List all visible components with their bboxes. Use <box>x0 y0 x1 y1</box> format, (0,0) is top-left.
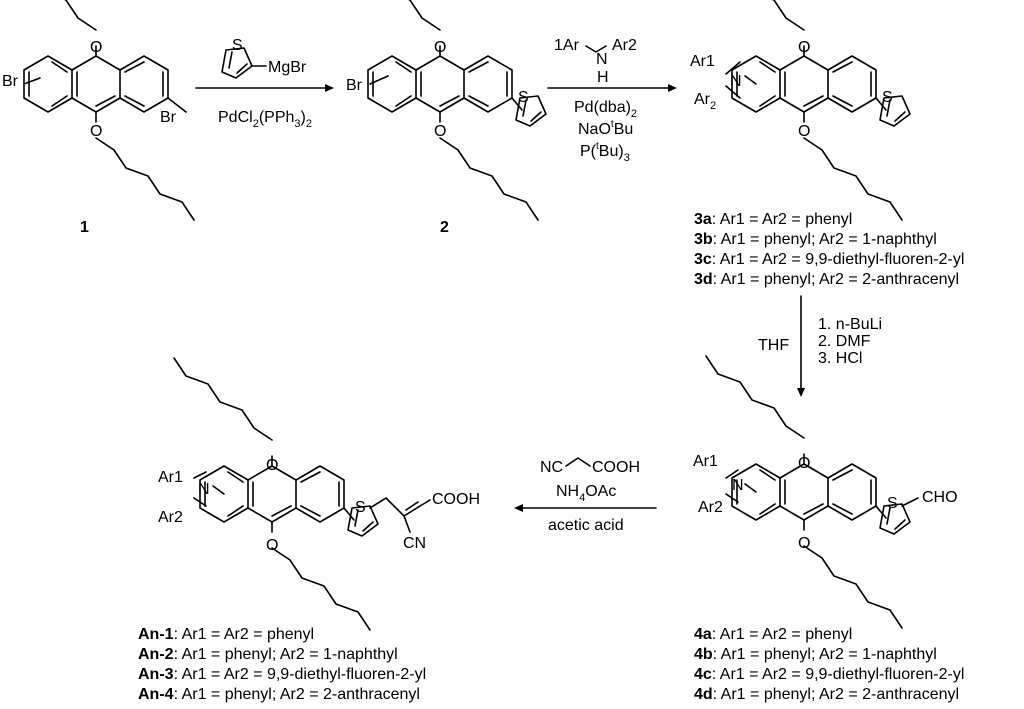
compound-2-label: 2 <box>440 219 449 236</box>
c3-oxygen-bottom: O <box>798 123 810 140</box>
c4-oxygen-top: O <box>798 455 810 472</box>
legend-item-4a: 4a: Ar1 = Ar2 = phenyl <box>694 626 853 643</box>
step4-reagents: NC COOH NH4OAc acetic acid <box>540 457 640 534</box>
compound-2-structure: Br O O S <box>341 0 547 221</box>
legend-item-an-3: An-3: Ar1 = Ar2 = 9,9-diethyl-fluoren-2-… <box>138 666 427 683</box>
an-nitrogen: N <box>198 481 210 498</box>
c4-oxygen-bottom: O <box>798 535 810 552</box>
legend-item-3b: 3b: Ar1 = phenyl; Ar2 = 1-naphthyl <box>694 231 937 248</box>
c3-oxygen-top: O <box>798 39 810 56</box>
step4-salt: NH4OAc <box>556 483 616 504</box>
c1-bromo-right: Br <box>160 109 177 126</box>
legend-item-an-4: An-4: Ar1 = phenyl; Ar2 = 2-anthracenyl <box>138 686 420 703</box>
step2-amine-h: H <box>597 69 609 86</box>
an-ar1: Ar1 <box>158 469 183 486</box>
step2-amine-n: N <box>596 51 608 68</box>
step3-solvent: THF <box>758 337 789 354</box>
c2-bromo: Br <box>346 77 363 94</box>
compound-3-structure: Ar1 N Ar2 O O S <box>690 0 911 221</box>
an-oxygen-top: O <box>266 457 278 474</box>
legend-item-an-2: An-2: Ar1 = phenyl; Ar2 = 1-naphthyl <box>138 646 398 663</box>
c3-nitrogen: N <box>730 73 742 90</box>
c1-oxygen-bottom: O <box>90 123 102 140</box>
compound-4-structure: Ar1 N Ar2 O O S CHO <box>693 355 958 629</box>
step2-amine-left: 1Ar <box>554 37 580 54</box>
step1-grignard: MgBr <box>268 59 307 76</box>
c2-thiophene-sulfur: S <box>518 89 529 106</box>
step4-nitrile: NC <box>540 459 563 476</box>
reaction-arrow-2 <box>547 84 677 92</box>
c1-bromo-left: Br <box>2 73 19 90</box>
an-carboxylic-acid: COOH <box>432 491 480 508</box>
c4-ar2: Ar2 <box>698 499 723 516</box>
legend-item-3d: 3d: Ar1 = phenyl; Ar2 = 2-anthracenyl <box>694 271 960 288</box>
step2-reagents: 1Ar N Ar2 H Pd(dba)2 NaOtBu P(tBu)3 <box>554 37 637 164</box>
legend-item-4c: 4c: Ar1 = Ar2 = 9,9-diethyl-fluoren-2-yl <box>694 666 965 683</box>
step3-reagents: THF 1. n-BuLi 2. DMF 3. HCl <box>758 316 882 367</box>
reaction-arrow-1 <box>195 84 334 92</box>
step1-catalyst: PdCl2(PPh3)2 <box>218 109 312 130</box>
step2-phosphine: P(tBu)3 <box>580 141 630 164</box>
c2-oxygen-top: O <box>434 39 446 56</box>
reaction-arrow-4 <box>514 504 657 512</box>
compound-1-label: 1 <box>80 219 89 236</box>
step3-reagent-1: 1. n-BuLi <box>818 316 882 333</box>
legend-item-3a: 3a: Ar1 = Ar2 = phenyl <box>694 211 853 228</box>
legend-series-4: 4a: Ar1 = Ar2 = phenyl 4b: Ar1 = phenyl;… <box>694 625 964 705</box>
c4-nitrogen: N <box>732 477 744 494</box>
reaction-arrow-3 <box>797 295 805 397</box>
an-thiophene-sulfur: S <box>355 499 366 516</box>
compound-1-structure: Br Br O O <box>0 0 195 221</box>
c4-thiophene-sulfur: S <box>887 495 898 512</box>
step4-acid: COOH <box>592 459 640 476</box>
step2-base: NaOtBu <box>578 119 633 138</box>
step3-reagent-2: 2. DMF <box>818 333 871 350</box>
an-cyano: CN <box>403 535 426 552</box>
step2-palladium: Pd(dba)2 <box>574 99 637 120</box>
c1-oxygen-top: O <box>90 39 102 56</box>
c3-ar2: Ar2 <box>694 91 716 112</box>
c3-thiophene-sulfur: S <box>882 89 893 106</box>
an-oxygen-bottom: O <box>266 537 278 554</box>
c4-aldehyde: CHO <box>922 489 958 506</box>
c2-oxygen-bottom: O <box>434 123 446 140</box>
legend-item-3c: 3c: Ar1 = Ar2 = 9,9-diethyl-fluoren-2-yl <box>694 251 965 268</box>
step3-reagent-3: 3. HCl <box>818 350 862 367</box>
dye-an-structure: Ar1 N Ar2 O O S COOH CN <box>158 357 480 631</box>
c3-ar1: Ar1 <box>690 53 715 70</box>
c4-ar1: Ar1 <box>693 453 718 470</box>
legend-item-an-1: An-1: Ar1 = Ar2 = phenyl <box>138 626 315 643</box>
legend-item-4d: 4d: Ar1 = phenyl; Ar2 = 2-anthracenyl <box>694 686 960 703</box>
step1-thiophene-sulfur: S <box>232 37 243 54</box>
an-ar2: Ar2 <box>158 509 183 526</box>
step2-amine-right: Ar2 <box>612 37 637 54</box>
legend-series-3: 3a: Ar1 = Ar2 = phenyl 3b: Ar1 = phenyl;… <box>694 210 964 290</box>
step1-reagents: S MgBr PdCl2(PPh3)2 <box>218 37 312 130</box>
legend-series-an: An-1: Ar1 = Ar2 = phenyl An-2: Ar1 = phe… <box>138 625 426 705</box>
legend-item-4b: 4b: Ar1 = phenyl; Ar2 = 1-naphthyl <box>694 646 937 663</box>
step4-solvent: acetic acid <box>548 517 624 534</box>
